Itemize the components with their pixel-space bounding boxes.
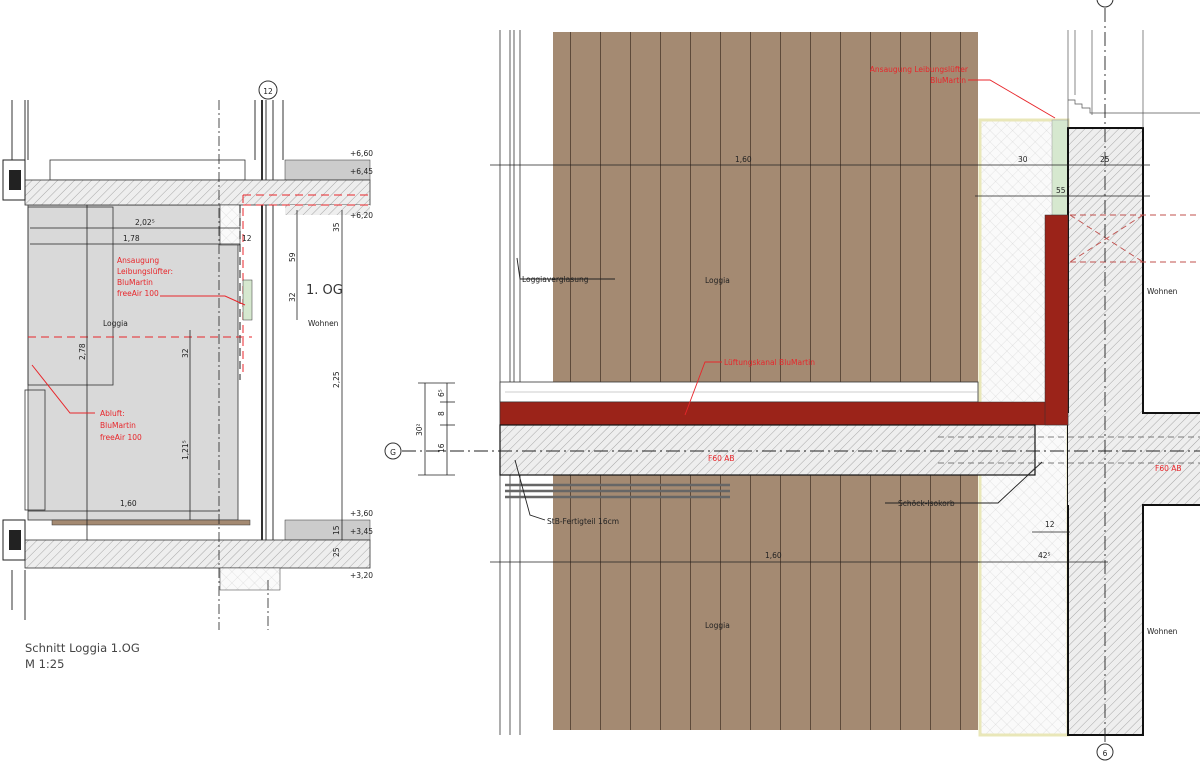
dimension-lines [418,164,1150,563]
dim-top-25: 25 [1100,155,1110,164]
dim-65: 6⁵ [437,389,446,397]
level-360: +3,60 [350,509,373,518]
glazing-label: Loggiaverglasung [522,275,589,284]
left-section: 12 2,02⁵ 1,78 12 1,60 2,78 32 1,21⁵ 59 3… [2,80,373,671]
dim-8: 8 [437,411,446,416]
top-floor-finish [49,159,246,181]
wood-cladding [553,32,978,730]
dim-32a: 32 [181,348,190,358]
dim-top-160: 1,60 [735,155,752,164]
fire-rating-slab: F60 AB [708,454,735,463]
dim-59: 59 [288,252,297,262]
leaders [514,79,1056,521]
level-620: +6,20 [350,211,373,220]
axis-g-marker [384,442,402,460]
intake-note-line3: BluMartin [117,278,153,287]
dim-302: 30² [415,423,424,436]
facade-lines [11,100,284,620]
dim-16: 16 [437,443,446,453]
axis-12-marker [258,80,278,100]
dim-top-55: 55 [1056,186,1066,195]
floor-label: 1. OG [306,283,343,298]
slab-right [1068,413,1200,505]
intake-note-line1: Ansaugung Leibungslüfter [870,65,969,74]
dim-202: 2,02⁵ [135,218,155,227]
dim-15: 15 [332,525,341,535]
loggia-space [27,204,239,521]
exhaust-note-line2: BluMartin [100,421,136,430]
level-marks: +6,60 +6,45 +6,20 +3,60 +3,45 +3,20 [350,149,373,580]
room-loggia-bottom: Loggia [705,621,730,630]
dim-bottom-160: 1,60 [765,551,782,560]
dim-425: 42⁵ [1038,551,1051,560]
dim-12: 12 [1045,520,1055,529]
precast-slab [499,424,1036,476]
dimension-lines [28,100,343,630]
drawing-scale: M 1:25 [25,657,64,671]
room-wohnen-top: Wohnen [1147,287,1178,296]
ventilation-duct-horizontal [499,401,1069,426]
duct-label: Lüftungskanal BluMartin [724,358,815,367]
dim-top-30: 30 [1018,155,1028,164]
bottom-floor-finish [51,519,251,526]
intake-strip [1051,119,1069,216]
level-345: +3,45 [350,527,373,536]
drawing-title: Schnitt Loggia 1.OG [25,641,140,655]
right-section: G 6 1,60 30 25 55 30² 6⁵ 8 16 12 42⁵ 1,6… [384,0,1200,761]
top-slab [24,179,371,206]
level-660: +6,60 [350,149,373,158]
dim-12: 12 [242,234,252,243]
intake-note-line2: Leibungslüfter: [117,267,173,276]
level-320: +3,20 [350,571,373,580]
intake-note-line2: BluMartin [930,76,966,85]
intake-unit [242,279,253,321]
isokorb-label: Schöck-Isokorb [898,499,955,508]
bottom-slab [24,539,371,569]
grid-axes [402,8,1200,742]
dim-225: 2,25 [332,371,341,388]
exhaust-note-line3: freeAir 100 [100,433,142,442]
room-loggia-top: Loggia [705,276,730,285]
room-wohnen-label: Wohnen [308,319,339,328]
fire-rating-wall: F60 AB [1155,464,1182,473]
wall-ventilation-dashes [1069,214,1200,263]
intake-note-line1: Ansaugung [117,256,159,265]
ventilation-dashes [28,194,370,380]
ventilation-duct-vertical [1044,214,1069,426]
axis-6-label: 6 [1103,749,1108,758]
dim-278: 2,78 [78,343,87,360]
room-wohnen-bottom: Wohnen [1147,627,1178,636]
dim-160: 1,60 [120,499,137,508]
intake-note-line4: freeAir 100 [117,289,159,298]
loggia-glazing [499,30,521,735]
dim-32b: 32 [288,292,297,302]
isokorb-dashes [938,436,1200,464]
rebars [505,483,730,499]
axis-6-marker-bottom [1096,743,1114,761]
dim-35: 35 [332,222,341,232]
exhaust-note-line1: Abluft: [100,409,125,418]
axis-g-label: G [390,448,396,457]
room-loggia-label: Loggia [103,319,128,328]
dim-25: 25 [332,547,341,557]
axis-6-marker-top [1096,0,1114,8]
precast-label: StB-Fertigteil 16cm [547,517,619,526]
annotation-leaders [31,295,246,414]
axis-12-label: 12 [263,87,273,96]
dim-1215: 1,21⁵ [181,440,190,460]
level-645: +6,45 [350,167,373,176]
dim-178: 1,78 [123,234,140,243]
